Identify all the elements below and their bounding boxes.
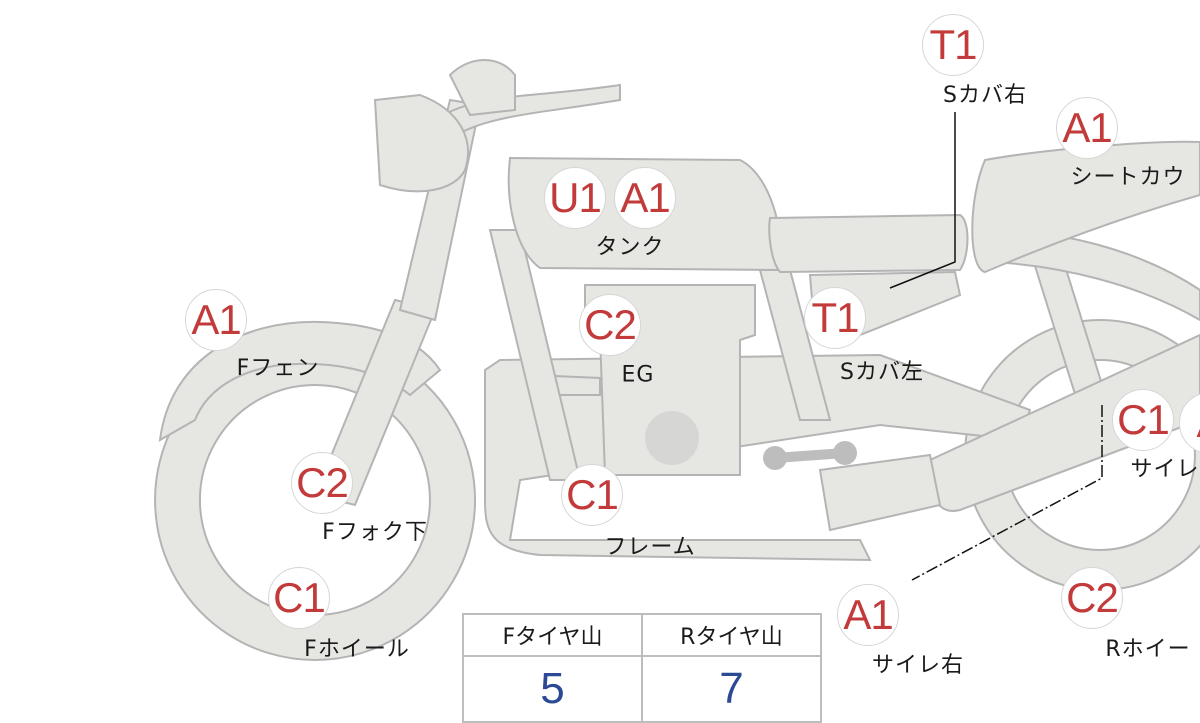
code-badge: C1 [561, 464, 623, 526]
r-tire-value: 7 [641, 655, 822, 723]
code-badge: U1 [544, 167, 606, 229]
code-badge: C2 [1061, 567, 1123, 629]
part-label-f-wheel: Fホイール [304, 637, 410, 662]
table-value-row: 5 7 [462, 655, 822, 723]
code-badge: A1 [837, 584, 899, 646]
leader-line-silencer [911, 405, 1103, 581]
part-label-silencer-right: サイレ右 [871, 653, 965, 678]
f-tire-header: Fタイヤ山 [462, 613, 643, 657]
code-badge: C1 [268, 567, 330, 629]
exhaust-pipe-shape [818, 453, 942, 532]
table-header-row: Fタイヤ山 Rタイヤ山 [462, 613, 822, 657]
footpeg-end-shape [833, 441, 857, 465]
tire-tread-table: Fタイヤ山 Rタイヤ山 5 7 [462, 613, 822, 723]
code-badge: A1 [614, 167, 676, 229]
part-label-engine: EG [621, 362, 655, 388]
code-badge: T1 [804, 287, 866, 349]
part-label-r-wheel: Rホイー [1105, 637, 1191, 662]
code-badge: A1 [1056, 97, 1118, 159]
r-tire-header: Rタイヤ山 [641, 613, 822, 657]
part-label-seat-cowl: シートカウ [1070, 165, 1186, 190]
part-label-f-fork-lower: Fフォク下 [322, 520, 428, 545]
part-label-frame: フレーム [604, 535, 696, 560]
part-label-s-cover-left: Sカバ左 [840, 360, 924, 385]
part-label-silencer-left: サイレ [1130, 457, 1200, 482]
code-badge: C1 [1112, 389, 1174, 451]
part-label-f-fender: Fフェン [236, 356, 320, 381]
code-badge: C2 [291, 452, 353, 514]
engine-cover-shape [645, 411, 699, 465]
part-label-s-cover-right: Sカバ右 [943, 83, 1027, 108]
seat-shape [768, 213, 969, 274]
leader-line-s-cover-right [889, 112, 956, 289]
f-tire-value: 5 [462, 655, 643, 723]
code-badge: T1 [922, 14, 984, 76]
meter-shape [448, 59, 516, 117]
footpeg-end-shape [763, 446, 787, 470]
part-label-tank: タンク [595, 235, 665, 260]
headlight-shape [373, 93, 469, 193]
code-badge: A1 [185, 289, 247, 351]
code-badge: C2 [579, 294, 641, 356]
